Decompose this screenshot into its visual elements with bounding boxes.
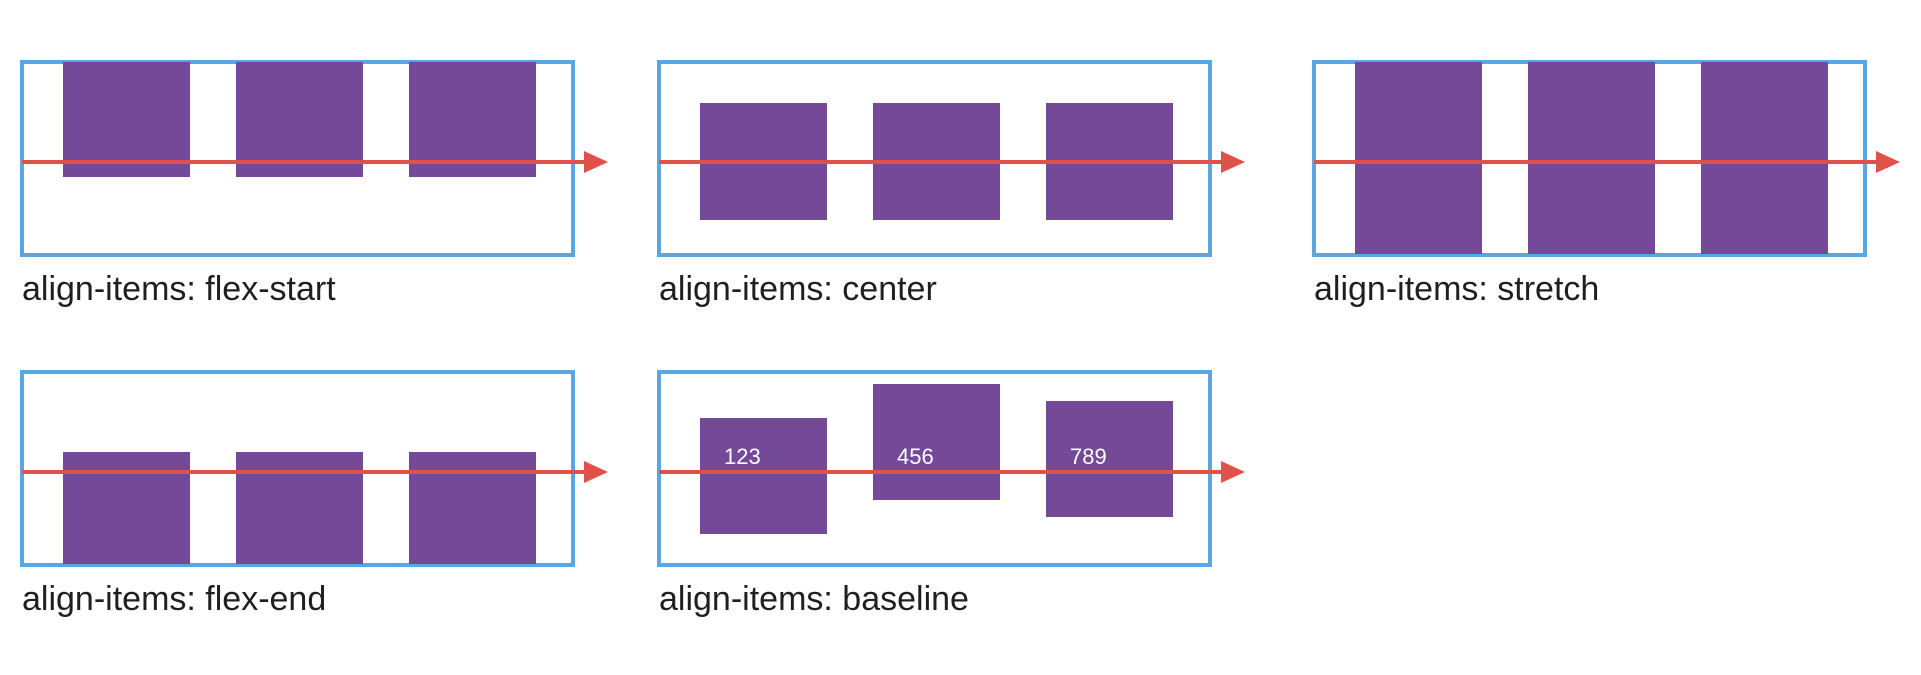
flex-item	[236, 452, 363, 564]
main-axis-line	[22, 160, 585, 164]
panel-caption: align-items: flex-end	[22, 580, 327, 618]
panel-caption: align-items: baseline	[659, 580, 969, 618]
flex-item	[63, 452, 190, 564]
flex-container	[20, 370, 575, 567]
panel-flex-start: align-items: flex-start	[0, 0, 608, 308]
panel-caption: align-items: flex-start	[22, 270, 336, 308]
main-axis-arrowhead	[584, 461, 608, 483]
panel-caption: align-items: center	[659, 270, 937, 308]
item-baseline-text: 789	[1070, 444, 1107, 469]
item-baseline-text: 456	[897, 444, 934, 469]
flex-item-456: 456	[873, 384, 1000, 500]
panel-flex-end: align-items: flex-end	[0, 310, 608, 618]
flex-container	[657, 60, 1212, 257]
flex-item	[409, 452, 536, 564]
main-axis-arrowhead	[1221, 461, 1245, 483]
flex-container	[657, 370, 1212, 567]
flex-item-123: 123	[700, 418, 827, 534]
main-axis-line	[1314, 160, 1877, 164]
flex-item-789: 789	[1046, 401, 1173, 517]
flex-item	[1528, 62, 1655, 254]
main-axis-line	[22, 470, 585, 474]
flex-item	[63, 62, 190, 177]
main-axis-line	[659, 160, 1222, 164]
main-axis-arrowhead	[1221, 151, 1245, 173]
panel-center: align-items: center	[637, 0, 1245, 308]
flex-item	[1355, 62, 1482, 254]
main-axis-line	[659, 470, 1222, 474]
panel-baseline: 123 456 789 align-items: baseline	[637, 310, 1245, 618]
flex-item	[236, 62, 363, 177]
main-axis-arrowhead	[1876, 151, 1900, 173]
flex-item	[409, 62, 536, 177]
main-axis-arrowhead	[584, 151, 608, 173]
item-baseline-text: 123	[724, 444, 761, 469]
panel-caption: align-items: stretch	[1314, 270, 1600, 308]
flex-item	[1701, 62, 1828, 254]
panel-stretch: align-items: stretch	[1292, 0, 1900, 308]
